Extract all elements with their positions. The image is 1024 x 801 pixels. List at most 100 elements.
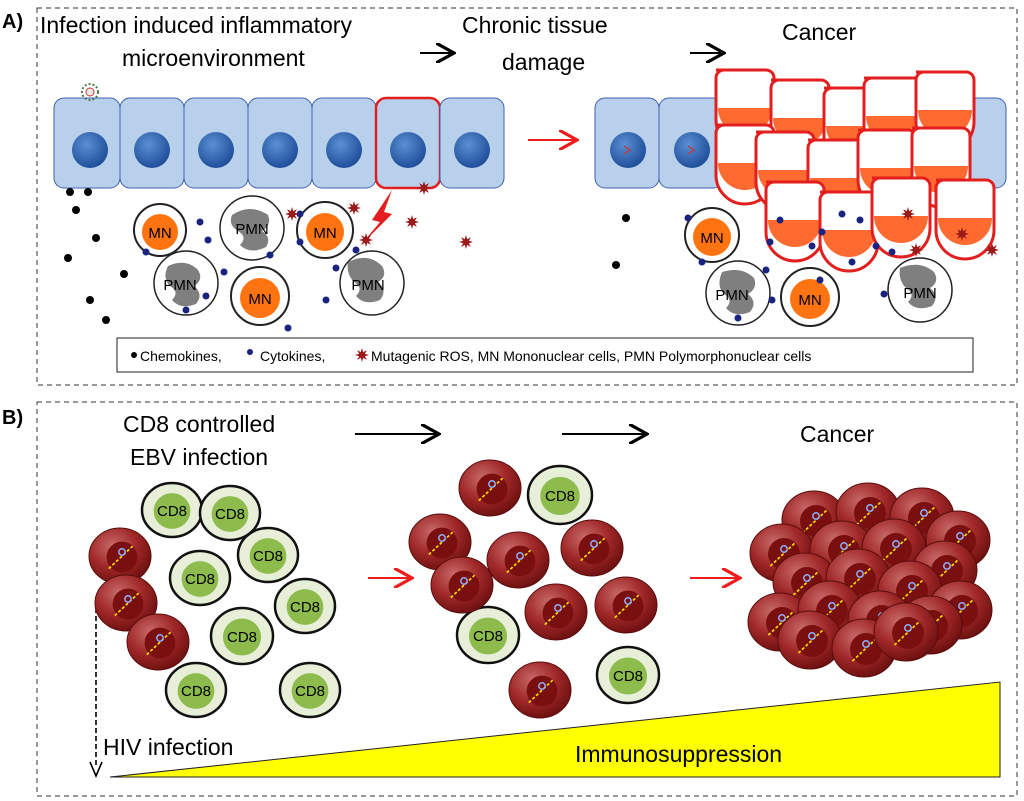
svg-text:PMN: PMN — [351, 277, 384, 294]
cd8-label: CD8 — [227, 629, 257, 646]
cytokine-dot — [296, 238, 304, 246]
chemokine-icon — [131, 352, 137, 358]
mn-cell: MN — [230, 266, 290, 326]
ros-star — [955, 227, 969, 241]
epithelial-cell — [183, 97, 249, 189]
epithelial-cell — [658, 97, 724, 189]
svg-text:PMN: PMN — [903, 285, 936, 302]
cytokine-dot — [766, 238, 774, 246]
ebv-infected-cell — [560, 519, 624, 577]
cd8-cell: CD8 — [273, 577, 337, 635]
cd8-cell: CD8 — [198, 484, 262, 542]
immunosuppression-wedge — [109, 681, 1001, 778]
ros-star — [909, 243, 923, 257]
ebv-infected-cell — [777, 610, 843, 670]
mn-cell: MN — [133, 203, 187, 257]
cd8-cell: CD8 — [236, 526, 300, 584]
cd8-cell: CD8 — [278, 661, 342, 719]
ros-star — [417, 181, 431, 195]
cytokine-dot — [196, 218, 204, 226]
stage-title-ebv: EBV infection — [130, 444, 268, 470]
svg-text:MN: MN — [148, 225, 171, 242]
ebv-infected-cell — [88, 527, 152, 585]
cancer-cluster-a — [714, 68, 996, 273]
cytokine-dot — [848, 258, 856, 266]
legend-chemokines: Chemokines, — [140, 348, 222, 364]
cd8-label: CD8 — [185, 571, 215, 588]
cytokine-dot — [202, 292, 210, 300]
ros-star — [285, 207, 299, 221]
cytokine-dot — [838, 210, 846, 218]
cytokine-dot — [332, 264, 340, 272]
ros-star — [901, 207, 915, 221]
chemokine-dot — [622, 214, 630, 222]
cancer-cell — [818, 190, 880, 273]
ebv-infected-cell — [524, 583, 588, 641]
epithelial-cell — [53, 97, 121, 189]
chemokine-dot — [66, 188, 74, 196]
cd8-cell: CD8 — [595, 645, 661, 705]
stage-title-cancer-b: Cancer — [800, 421, 874, 447]
legend-ros: Mutagenic ROS, MN Mononuclear cells, PMN… — [371, 348, 811, 364]
ebv-infected-cell — [486, 531, 550, 589]
molecules-a — [64, 181, 999, 332]
pmn-cell: PMN — [339, 250, 405, 316]
panel-a-frame — [36, 7, 1018, 386]
cd8-cell: CD8 — [140, 481, 204, 539]
ebv-infected-cell — [126, 613, 190, 671]
hiv-infection-label: HIV infection — [103, 734, 233, 760]
svg-text:MN: MN — [798, 292, 821, 309]
chemokine-dot — [86, 296, 94, 304]
svg-text:MN: MN — [313, 225, 336, 242]
cd8-label: CD8 — [473, 628, 503, 645]
cd8-cell: CD8 — [164, 661, 228, 719]
ros-icon — [355, 348, 369, 362]
stage-title-inflammatory: Infection induced inflammatory — [40, 12, 352, 38]
svg-text:PMN: PMN — [163, 277, 196, 294]
ebv-infected-cell — [430, 556, 494, 614]
cytokine-dot — [762, 266, 770, 274]
cytokine-dot — [818, 228, 826, 236]
epithelial-cell — [311, 97, 377, 189]
chemokine-dot — [64, 254, 72, 262]
panel-b-frame — [36, 401, 1018, 797]
chemokine-dot — [612, 261, 620, 269]
stage-title-microenvironment: microenvironment — [122, 45, 305, 71]
mn-cell: MN — [684, 207, 740, 263]
chemokine-dot — [102, 316, 110, 324]
chemokine-dot — [72, 206, 80, 214]
cd8-cell: CD8 — [168, 549, 232, 607]
cancer-cell — [870, 176, 932, 259]
ebv-infected-cell — [408, 513, 472, 571]
cd8-cell: CD8 — [455, 605, 521, 665]
legend-cytokines: Cytokines, — [260, 348, 325, 364]
chemokine-dot — [84, 188, 92, 196]
cancer-cell — [764, 180, 826, 263]
pmn-cell: PMN — [887, 257, 953, 323]
immunosuppression-label: Immunosuppression — [575, 741, 782, 767]
panel-b-label: B) — [2, 407, 23, 429]
cd8-cell: CD8 — [209, 606, 275, 666]
panel-a: A) Infection induced inflammatory microe… — [2, 7, 1018, 386]
epithelial-cell — [119, 97, 185, 189]
pmn-cell: PMN — [219, 195, 285, 261]
cytokine-dot — [204, 236, 212, 244]
cd8-label: CD8 — [290, 599, 320, 616]
hiv-arrow-head — [89, 761, 103, 779]
epithelial-cell — [247, 97, 313, 189]
stage-title-chronic: Chronic tissue — [462, 12, 608, 38]
cd8-label: CD8 — [253, 548, 283, 565]
cytokine-dot — [872, 242, 880, 250]
cytokine-dot — [768, 296, 776, 304]
epithelial-cell — [439, 97, 505, 189]
mn-cell: MN — [296, 201, 354, 259]
cd8-cell: CD8 — [526, 464, 594, 526]
pmn-cell: PMN — [705, 260, 771, 326]
stage-title-cd8: CD8 controlled — [123, 411, 275, 437]
ros-star — [985, 243, 999, 257]
svg-text:PMN: PMN — [715, 287, 748, 304]
cytokine-dot — [352, 246, 360, 254]
mn-cell: MN — [780, 267, 840, 327]
cytokine-dot — [284, 324, 292, 332]
cytokine-dot — [888, 248, 896, 256]
